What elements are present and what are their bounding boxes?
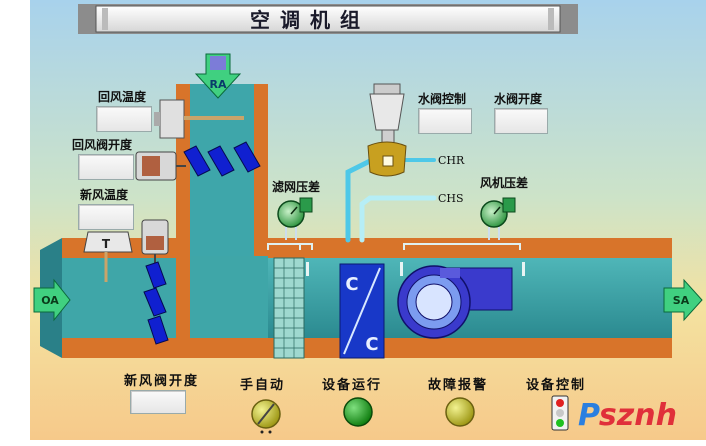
duct-pressure-taps	[267, 243, 521, 250]
fan-pressure-diff-label: 风机压差	[480, 176, 529, 190]
return-damper-actuator	[135, 151, 186, 181]
watermark-logo: Psznh	[578, 398, 677, 433]
fresh-damper-opening-label: 新风阀开度	[124, 374, 200, 389]
chr-label: CHR	[438, 154, 465, 167]
manual-auto-label: 手自动	[240, 378, 286, 393]
water-valve-icon	[367, 83, 407, 177]
return-air-temp-label: 回风温度	[98, 90, 147, 104]
cooling-coil	[339, 263, 385, 359]
fault-alarm-indicator	[445, 397, 475, 427]
water-valve-control-label: 水阀控制	[418, 92, 467, 106]
sensor-t-label: T	[102, 237, 111, 251]
fresh-damper-actuator	[141, 219, 169, 264]
watermark-p: P	[578, 398, 599, 433]
supply-air-label: SA	[673, 294, 690, 307]
page-title: 空调机组	[250, 8, 370, 32]
fresh-air-temperature-sensor	[83, 231, 133, 282]
bottom-strip	[30, 440, 706, 446]
return-damper-icon	[183, 141, 261, 177]
fresh-damper-icon	[143, 261, 169, 345]
return-air-temperature-sensor	[154, 99, 244, 139]
chs-label: CHS	[438, 192, 464, 205]
return-damper-opening-field	[78, 154, 134, 180]
return-air-label: RA	[210, 78, 227, 91]
fan-icon	[397, 265, 513, 339]
traffic-light-icon[interactable]	[551, 395, 569, 431]
equipment-running-indicator	[343, 397, 373, 427]
return-air-temp-field	[96, 106, 152, 132]
fan-pressure-gauge-icon	[480, 197, 516, 240]
water-valve-opening-label: 水阀开度	[494, 92, 543, 106]
return-air-arrow	[194, 53, 242, 99]
outside-air-label: OA	[41, 294, 59, 307]
filter-section	[273, 257, 305, 359]
fresh-air-temp-label: 新风温度	[80, 188, 129, 202]
water-valve-opening-field	[494, 108, 548, 134]
title-bar	[78, 4, 578, 34]
coil-label-top: C	[345, 274, 358, 295]
supply-air-arrow	[663, 278, 703, 322]
fresh-air-duct	[62, 238, 190, 358]
manual-auto-knob-icon[interactable]	[251, 399, 281, 434]
equipment-running-label: 设备运行	[322, 378, 383, 393]
fault-alarm-label: 故障报警	[428, 378, 489, 393]
equipment-control-label: 设备控制	[526, 378, 587, 393]
coil-label-bottom: C	[365, 334, 378, 355]
fresh-air-temp-field	[78, 204, 134, 230]
outside-air-arrow	[33, 278, 71, 322]
return-damper-opening-label: 回风阀开度	[72, 138, 133, 152]
filter-pressure-gauge-icon	[277, 197, 313, 240]
fresh-damper-opening-field	[130, 390, 186, 414]
filter-pressure-diff-label: 滤网压差	[272, 180, 321, 194]
duct-taps-lower	[306, 262, 525, 276]
watermark-rest: sznh	[598, 398, 677, 433]
background-panel	[30, 0, 706, 440]
water-valve-control-field[interactable]	[418, 108, 472, 134]
